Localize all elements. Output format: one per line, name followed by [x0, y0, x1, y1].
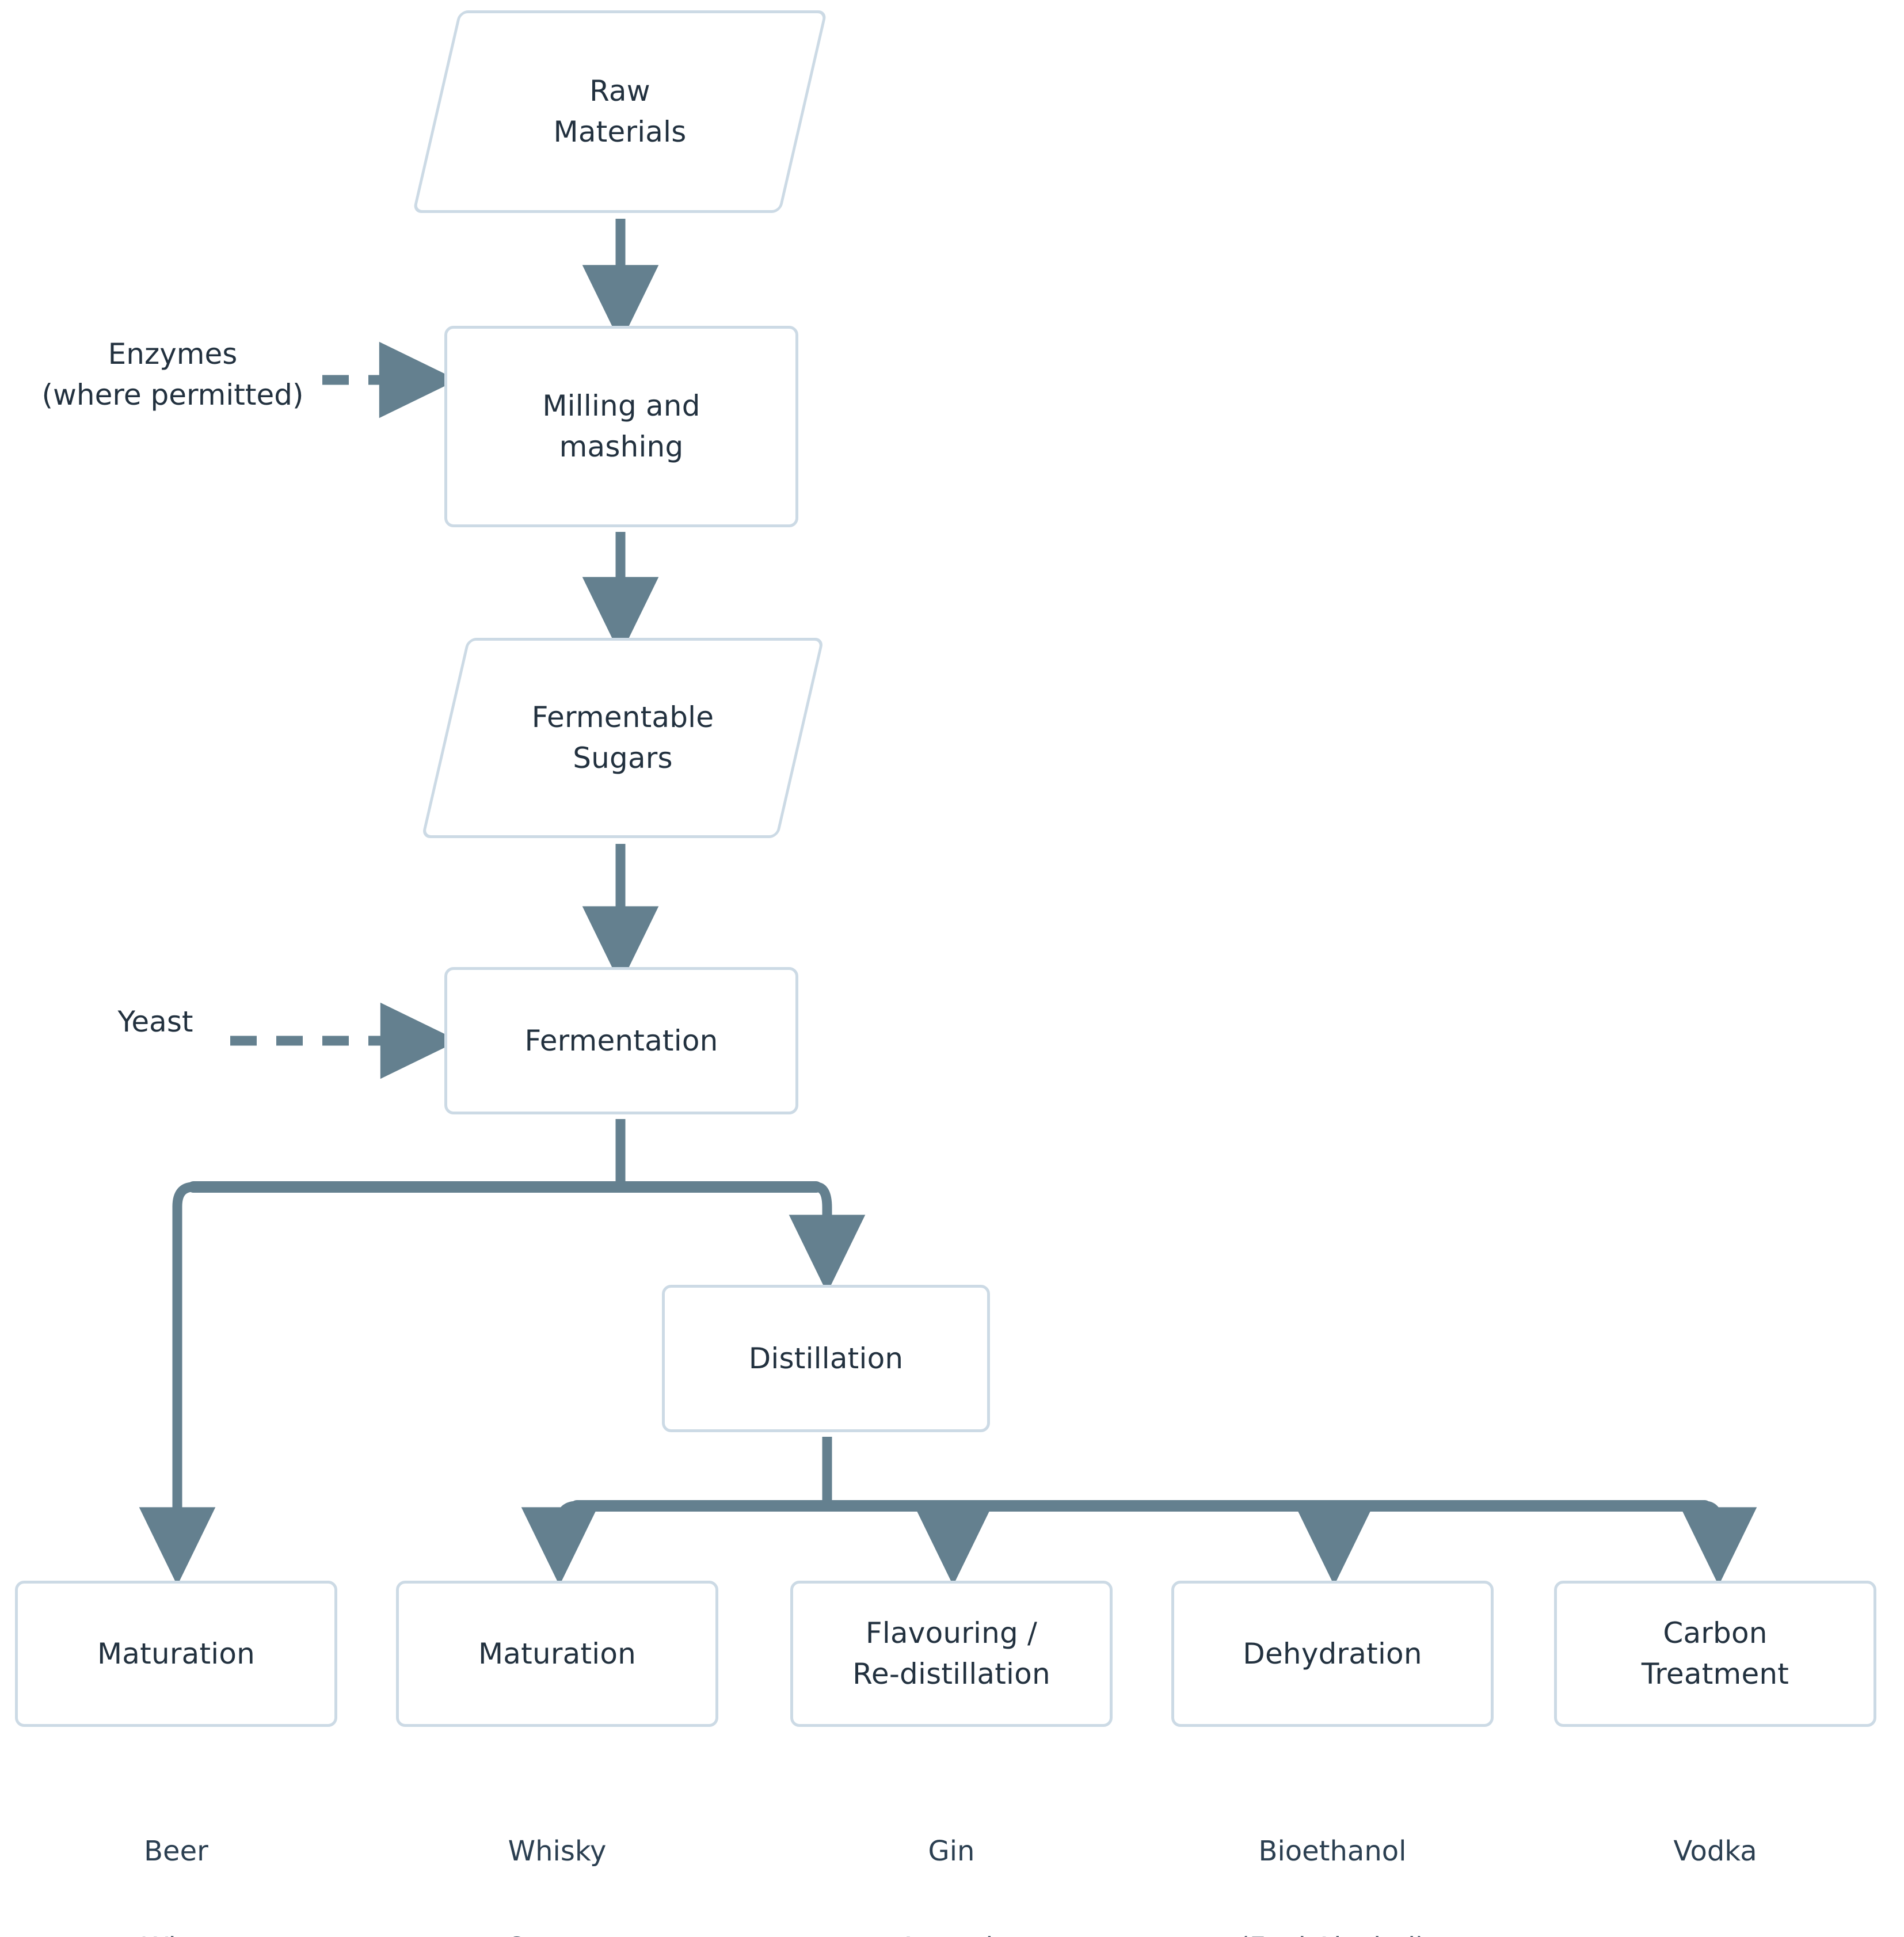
product-item: Cognac: [384, 1924, 730, 1937]
node-fermentable-sugars[interactable]: Fermentable Sugars: [421, 638, 825, 838]
edge-distillation-to-carbon-treatment: [1680, 1501, 1757, 1586]
product-group-bioethanol: Bioethanol (Fuel Alcohol): [1160, 1779, 1505, 1937]
node-label-milling-and-mashing: Milling and mashing: [542, 389, 700, 463]
product-item: Bioethanol: [1258, 1835, 1407, 1867]
product-item: Gin: [928, 1835, 975, 1867]
edge-distillation-to-maturation-spirits: [521, 1501, 598, 1586]
node-raw-materials[interactable]: Raw Materials: [412, 10, 828, 213]
node-label-flavouring-redistillation: Flavouring / Re-distillation: [852, 1616, 1050, 1691]
node-distillation[interactable]: Distillation: [662, 1285, 990, 1432]
node-label-maturation-spirits: Maturation: [478, 1637, 637, 1670]
product-item: Aquavit: [779, 1924, 1124, 1937]
product-group-gin: Gin Aquavit Flavoured Vodka: [779, 1779, 1124, 1937]
node-label-carbon-treatment: Carbon Treatment: [1641, 1616, 1789, 1691]
product-item: Vodka: [1673, 1835, 1757, 1867]
node-label-dehydration: Dehydration: [1243, 1637, 1422, 1670]
product-group-beer: Beer Wine Cider: [3, 1779, 349, 1937]
edge-fermentation-to-distillation: [789, 1182, 866, 1293]
node-label-fermentation: Fermentation: [524, 1023, 718, 1057]
node-maturation-beer[interactable]: Maturation: [15, 1581, 337, 1727]
node-label-raw-materials: Raw Materials: [553, 74, 687, 149]
product-item: (Fuel Alcohol): [1160, 1924, 1505, 1937]
node-label-distillation: Distillation: [748, 1341, 904, 1375]
node-milling-and-mashing[interactable]: Milling and mashing: [444, 326, 798, 527]
product-item: Wine: [3, 1924, 349, 1937]
product-group-vodka: Vodka: [1543, 1779, 1888, 1924]
product-item: Beer: [144, 1835, 208, 1867]
product-group-whisky: Whisky Cognac Rum: [384, 1779, 730, 1937]
edge-fermentation-to-maturation-beer: [139, 1182, 216, 1586]
node-maturation-spirits[interactable]: Maturation: [396, 1581, 718, 1727]
node-fermentation[interactable]: Fermentation: [444, 967, 798, 1114]
node-flavouring-redistillation[interactable]: Flavouring / Re-distillation: [790, 1581, 1113, 1727]
side-input-label-yeast: Yeast: [117, 1005, 193, 1038]
node-label-fermentable-sugars: Fermentable Sugars: [531, 701, 714, 775]
product-item: Whisky: [508, 1835, 607, 1867]
node-carbon-treatment[interactable]: Carbon Treatment: [1554, 1581, 1876, 1727]
node-dehydration[interactable]: Dehydration: [1171, 1581, 1494, 1727]
side-input-label-enzymes: Enzymes (where permitted): [41, 337, 304, 412]
node-label-maturation-beer: Maturation: [97, 1637, 256, 1670]
